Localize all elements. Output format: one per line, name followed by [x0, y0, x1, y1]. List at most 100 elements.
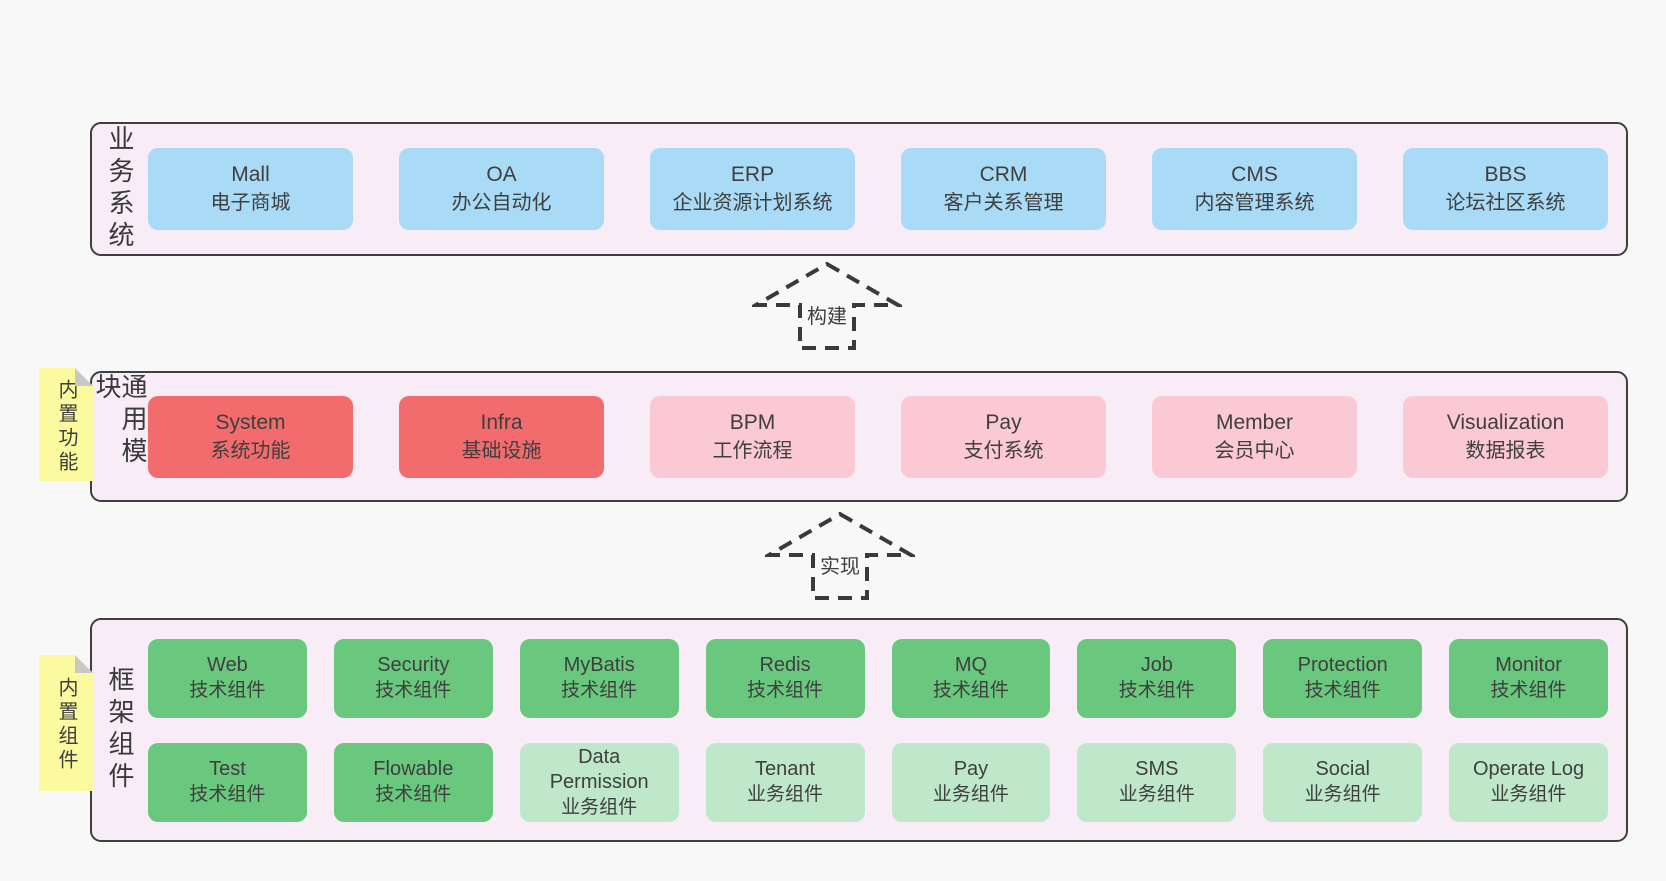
box-title: Social [1315, 758, 1370, 780]
panel-framework-components: 框架组件 Web 技术组件 Security 技术组件 MyBatis 技术组件… [90, 618, 1628, 842]
panel-label-column: 框架组件 [92, 620, 148, 840]
box-title: MQ [954, 654, 988, 676]
box-subtitle: 业务组件 [1304, 784, 1381, 805]
box-title: BPM [729, 410, 776, 434]
box-redis: Redis 技术组件 [705, 638, 865, 718]
box-subtitle: 工作流程 [712, 439, 793, 462]
panel-label-column: 业务系统 [92, 124, 148, 254]
business-box-row: Mall 电子商城 OA 办公自动化 ERP 企业资源计划系统 CRM 客户关系… [148, 124, 1626, 254]
build-arrow: 构建 [748, 260, 906, 352]
box-oa: OA 办公自动化 [399, 148, 604, 230]
box-infra: Infra 基础设施 [399, 395, 604, 478]
box-subtitle: 办公自动化 [451, 192, 552, 214]
box-subtitle: 电子商城 [210, 192, 291, 214]
box-title: Web [207, 654, 248, 676]
box-title: Visualization [1446, 410, 1565, 434]
box-title: CMS [1231, 163, 1278, 186]
box-test: Test 技术组件 [148, 742, 307, 822]
box-pay: Pay 支付系统 [901, 395, 1106, 478]
box-mall: Mall 电子商城 [148, 148, 353, 230]
box-title: ERP [730, 163, 775, 186]
box-title: Infra [480, 410, 523, 434]
box-subtitle: 技术组件 [189, 784, 266, 805]
box-title: OA [486, 163, 517, 186]
box-pay: Pay 业务组件 [891, 742, 1051, 822]
box-tenant: Tenant 业务组件 [705, 742, 865, 822]
box-subtitle: 企业资源计划系统 [672, 192, 833, 214]
box-subtitle: 技术组件 [375, 680, 452, 701]
box-title: Operate Log [1472, 758, 1585, 780]
components-row-1: Web 技术组件 Security 技术组件 MyBatis 技术组件 Redi… [148, 638, 1608, 718]
box-title: Pay [953, 758, 989, 780]
note-fold-icon [75, 368, 93, 386]
box-subtitle: 客户关系管理 [943, 192, 1064, 214]
box-operate-log: Operate Log 业务组件 [1449, 742, 1608, 822]
box-member: Member 会员中心 [1152, 395, 1357, 478]
box-subtitle: 业务组件 [561, 796, 638, 818]
build-arrow-label: 构建 [802, 299, 852, 330]
box-bpm: BPM 工作流程 [650, 395, 855, 478]
common-modules-label: 通用模块 [92, 373, 148, 469]
components-row-2: Test 技术组件 Flowable 技术组件 Data Permission … [148, 742, 1608, 822]
box-monitor: Monitor 技术组件 [1449, 638, 1608, 718]
box-subtitle: 技术组件 [561, 680, 638, 701]
box-title: Monitor [1495, 654, 1562, 676]
box-subtitle: 会员中心 [1214, 439, 1295, 462]
business-systems-label: 业务系统 [105, 125, 135, 253]
box-subtitle: 技术组件 [1118, 680, 1195, 701]
box-job: Job 技术组件 [1077, 638, 1237, 718]
box-social: Social 业务组件 [1263, 742, 1423, 822]
panel-label-column: 通用模块 [92, 373, 148, 500]
box-subtitle: 技术组件 [932, 680, 1009, 701]
box-title: CRM [979, 163, 1028, 186]
up-block-arrow-icon [748, 261, 906, 350]
up-block-arrow-icon [761, 511, 919, 600]
box-subtitle: 技术组件 [1490, 680, 1567, 701]
note-fold-icon [75, 655, 93, 673]
box-subtitle: 支付系统 [963, 439, 1044, 462]
implement-arrow-label: 实现 [815, 549, 865, 580]
box-title: MyBatis [563, 654, 635, 676]
implement-arrow: 实现 [761, 510, 919, 602]
box-title: Redis [759, 654, 811, 676]
box-title: Job [1140, 654, 1173, 676]
box-sms: SMS 业务组件 [1077, 742, 1237, 822]
box-protection: Protection 技术组件 [1263, 638, 1423, 718]
box-subtitle: 数据报表 [1465, 439, 1546, 462]
box-flowable: Flowable 技术组件 [333, 742, 493, 822]
box-subtitle: 技术组件 [747, 680, 824, 701]
panel-business-systems: 业务系统 Mall 电子商城 OA 办公自动化 ERP 企业资源计划系统 CRM… [90, 122, 1628, 256]
box-title: Member [1215, 410, 1294, 434]
box-subtitle: 业务组件 [1118, 784, 1195, 805]
box-mybatis: MyBatis 技术组件 [519, 638, 679, 718]
box-subtitle: 基础设施 [461, 439, 542, 462]
sticky-note-builtin-features: 内置功能 [39, 368, 93, 481]
sticky-note-builtin-components: 内置组件 [39, 655, 93, 791]
box-subtitle: 业务组件 [932, 784, 1009, 805]
box-security: Security 技术组件 [333, 638, 493, 718]
panel-common-modules: 通用模块 System 系统功能 Infra 基础设施 BPM 工作流程 Pay… [90, 371, 1628, 502]
box-bbs: BBS 论坛社区系统 [1403, 148, 1608, 230]
box-title: Protection [1297, 654, 1388, 676]
box-mq: MQ 技术组件 [891, 638, 1051, 718]
box-visualization: Visualization 数据报表 [1403, 395, 1608, 478]
box-title: Flowable [373, 758, 454, 780]
builtin-features-note-text: 内置功能 [55, 378, 77, 475]
box-subtitle: 论坛社区系统 [1445, 192, 1566, 214]
modules-box-row: System 系统功能 Infra 基础设施 BPM 工作流程 Pay 支付系统… [148, 373, 1626, 500]
box-title: Mall [231, 163, 270, 186]
box-system: System 系统功能 [148, 395, 353, 478]
box-title: Tenant [755, 758, 816, 780]
box-subtitle: 技术组件 [375, 784, 452, 805]
box-cms: CMS 内容管理系统 [1152, 148, 1357, 230]
box-title: System [215, 410, 286, 434]
box-crm: CRM 客户关系管理 [901, 148, 1106, 230]
framework-components-label: 框架组件 [105, 666, 135, 794]
box-subtitle: 业务组件 [747, 784, 824, 805]
box-title: Security [377, 654, 450, 676]
box-subtitle: 业务组件 [1490, 784, 1567, 805]
box-data-permission: Data Permission 业务组件 [519, 742, 679, 822]
builtin-components-note-text: 内置组件 [55, 677, 77, 773]
components-box-grid: Web 技术组件 Security 技术组件 MyBatis 技术组件 Redi… [148, 620, 1626, 840]
